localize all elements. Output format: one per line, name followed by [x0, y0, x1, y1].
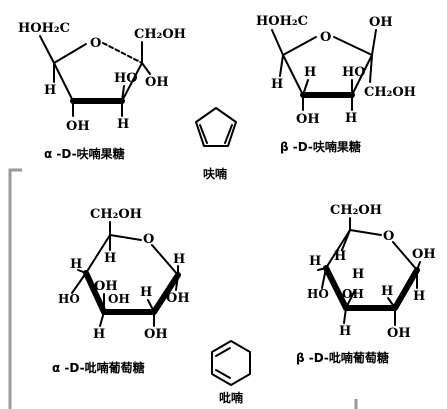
- ring-bond-c5-c4: [85, 234, 111, 274]
- bond-c4-h: [77, 269, 87, 274]
- oh-bottom-label: OH: [387, 326, 411, 341]
- bond-c2-h: [147, 299, 155, 313]
- pyran-double-bond-lower: [215, 369, 231, 379]
- bond-c2-ch2oh: [369, 54, 373, 83]
- bond-c3-h: [343, 307, 347, 324]
- beta-glucopyranose-caption: β -D-吡喃葡萄糖: [296, 350, 389, 365]
- ring-bond-c5-o: [349, 229, 382, 236]
- h-inner-label: H: [140, 285, 152, 300]
- ring-oxygen-label: O: [320, 30, 331, 45]
- ho-left-label: HO: [307, 287, 329, 301]
- ring-bond-c5-o: [53, 43, 87, 64]
- beta-fructofuranose-structure: HOH₂C O OH H H HO CH₂OH OH H β -D-呋喃果糖: [256, 14, 416, 154]
- furan-double-bond-right: [224, 124, 233, 144]
- bond-c2-h: [387, 297, 396, 309]
- bond-c5-ch2: [271, 29, 284, 56]
- alpha-glucopyranose-structure: CH₂OH O H H OH H HO OH H OH H OH α -D-吡喃…: [52, 207, 190, 375]
- hoh2c-label: HOH₂C: [18, 21, 70, 36]
- pyran-double-bond-upper: [215, 347, 231, 357]
- oh-bottom-label: OH: [296, 112, 320, 127]
- h-left-label: H: [44, 83, 56, 98]
- hoh2c-label: HOH₂C: [256, 14, 308, 29]
- ring-bond-c2-c3: [121, 62, 143, 102]
- h-bottom-label: H: [93, 327, 105, 342]
- ring-bond-c5-c4: [325, 229, 351, 269]
- bond-c2-oh: [141, 62, 151, 75]
- bond-c2-oh: [371, 29, 377, 56]
- bond-c3-h: [99, 311, 105, 327]
- ch2oh-label: CH₂OH: [364, 85, 416, 100]
- ring-bond-o-c2: [333, 36, 373, 56]
- h-inner-label: H: [381, 284, 393, 299]
- oh-top-label: OH: [369, 15, 393, 30]
- h-bottom-label: H: [345, 111, 357, 126]
- oh-right-label: OH: [412, 247, 436, 262]
- oh-mid-label: OH: [94, 279, 118, 294]
- h-left-label: H: [309, 254, 321, 269]
- frame-left-line: [8, 168, 22, 409]
- ring-bond-c4-c3-bold: [83, 270, 107, 315]
- h-left-label: H: [271, 77, 283, 92]
- furan-structure: 呋喃: [195, 107, 237, 181]
- ring-bond-o-c1: [392, 241, 418, 271]
- ring-bond-c2-c3: [351, 54, 373, 96]
- ch2oh-label: CH₂OH: [330, 203, 382, 218]
- bond-c4-h: [317, 267, 327, 271]
- beta-fructofuranose-caption: β -D-呋喃果糖: [280, 139, 361, 154]
- bond-c5-h: [279, 54, 284, 77]
- pyran-ring: [211, 340, 251, 386]
- bond-c4-ho: [71, 272, 87, 294]
- bond-c3-oh: [345, 289, 356, 309]
- h-top-label: H: [334, 249, 346, 264]
- ring-bond-c5-o: [282, 36, 317, 56]
- oh-right-label: OH: [166, 291, 190, 306]
- bond-c4-h: [302, 79, 309, 96]
- bond-c4-ho: [321, 267, 327, 289]
- ring-bond-c4-c3-bold: [323, 265, 349, 311]
- furan-caption: 呋喃: [203, 166, 227, 181]
- ring-bond-c5-c4: [282, 54, 304, 96]
- ch2oh-label: CH₂OH: [134, 27, 186, 42]
- ring-bond-c2-c1-bold: [151, 272, 181, 315]
- ring-bond-o-c1: [151, 244, 179, 276]
- furan-ring: [195, 107, 237, 147]
- ring-bond-c2-c1-bold: [392, 267, 420, 311]
- h-right-label: H: [173, 252, 185, 267]
- bond-c1-oh: [175, 274, 179, 291]
- h-left-label: H: [70, 257, 82, 272]
- h-mid-label: H: [352, 267, 364, 282]
- h-bottom-label: H: [339, 324, 351, 339]
- pyran-structure: 吡喃: [211, 340, 251, 405]
- oh-left-inner-label: OH: [108, 292, 130, 306]
- alpha-glucopyranose-caption: α -D-吡喃葡萄糖: [52, 360, 145, 375]
- bond-c3-ho: [121, 85, 125, 102]
- alpha-fructofuranose-structure: HOH₂C O CH₂OH H HO OH OH H α -D-呋喃果糖: [18, 21, 186, 161]
- ch2oh-label: CH₂OH: [90, 207, 142, 222]
- alpha-fructofuranose-caption: α -D-呋喃果糖: [44, 146, 125, 161]
- furan-double-bond-left: [199, 124, 208, 144]
- ring-bond-c5-c4: [53, 62, 74, 102]
- oh-bottom-label: OH: [144, 327, 168, 342]
- bond-c1-oh: [416, 261, 421, 271]
- pyran-caption: 吡喃: [219, 390, 243, 405]
- ring-bond-o-c2: [102, 42, 143, 64]
- oh-bottom-label: OH: [66, 119, 90, 134]
- frame-lines: [8, 168, 358, 409]
- h-bottom-label: H: [117, 117, 129, 132]
- ho-left-label: HO: [58, 292, 80, 306]
- h-mid-label: H: [304, 65, 316, 80]
- ring-oxygen-label: O: [383, 229, 394, 244]
- ring-oxygen-label: O: [143, 232, 154, 247]
- oh-right-label: OH: [145, 75, 169, 90]
- h-right-label: H: [413, 289, 425, 304]
- bond-c5-ch2: [39, 35, 55, 64]
- ho-right-label: HO: [342, 65, 366, 80]
- h-top-label: H: [104, 251, 116, 266]
- beta-glucopyranose-structure: CH₂OH O H OH H H HO OH H H H OH β -D-吡喃葡…: [296, 203, 436, 365]
- bond-c5-h: [341, 229, 351, 251]
- ring-oxygen-label: O: [90, 36, 101, 51]
- ring-bond-c5-o: [109, 234, 142, 241]
